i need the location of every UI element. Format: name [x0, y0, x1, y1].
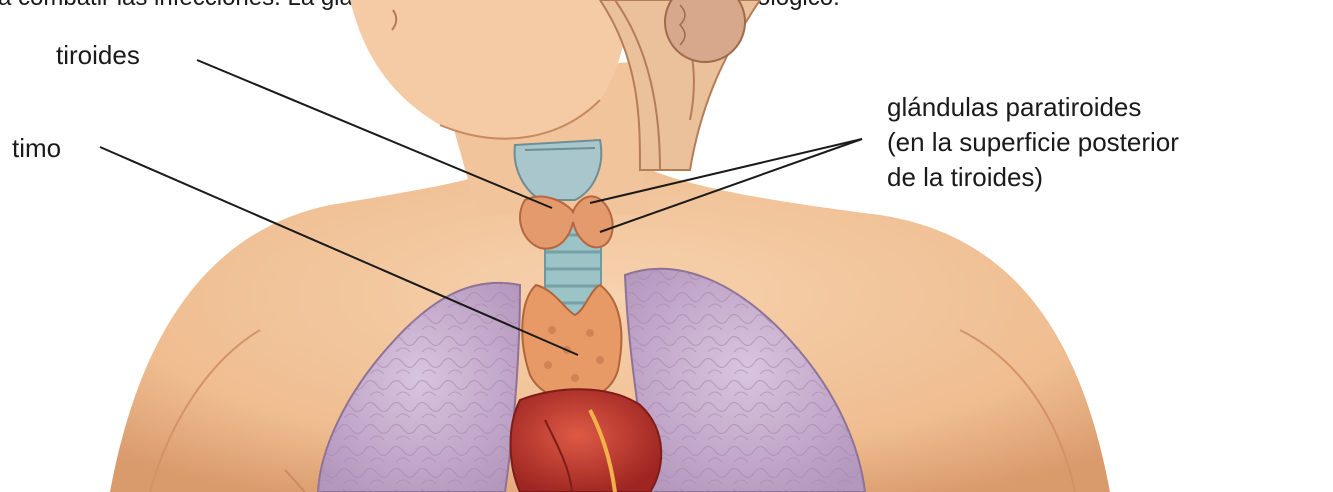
label-tiroides: tiroides — [56, 40, 140, 71]
label-paratiroides-3: de la tiroides) — [887, 162, 1043, 193]
label-paratiroides-1: glándulas paratiroides — [887, 92, 1141, 123]
heart — [511, 389, 662, 492]
label-timo: timo — [12, 133, 61, 164]
label-paratiroides-2: (en la superficie posterior — [887, 127, 1179, 158]
